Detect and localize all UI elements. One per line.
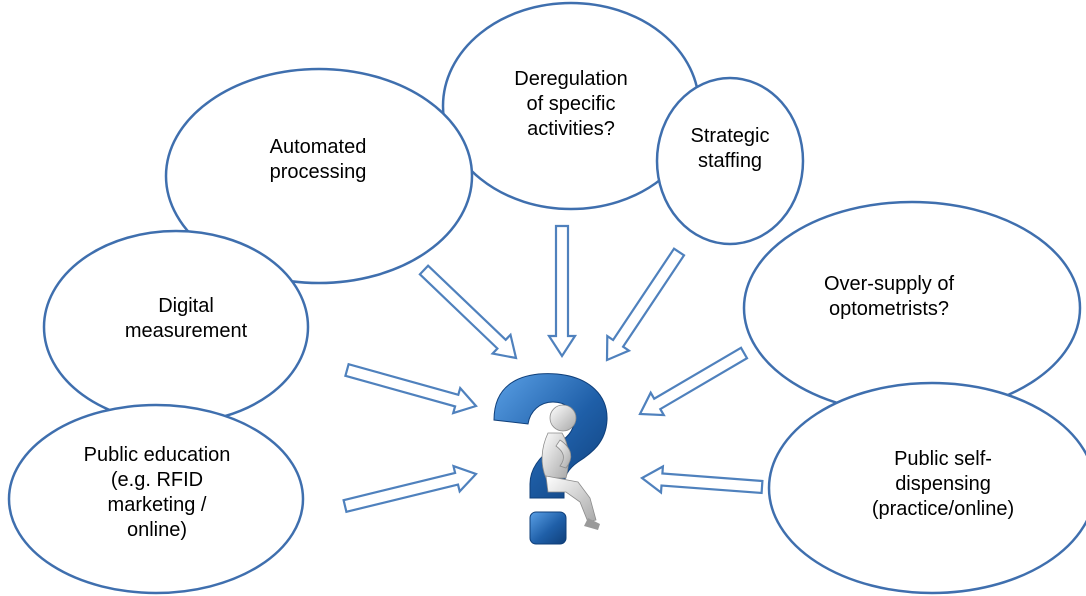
node-ellipse-strategic-staffing: [655, 76, 805, 246]
arrow-public-self-dispensing: [639, 464, 764, 495]
node-label-automated-processing: Automated processing: [269, 136, 367, 183]
arrow-strategic-staffing: [605, 247, 686, 362]
node-label-deregulation: Deregulation of specific activities?: [514, 68, 628, 140]
arrow-digital-measurement: [344, 362, 478, 415]
thinking-person-icon: [541, 404, 600, 530]
arrow-deregulation: [546, 224, 578, 359]
node-label-public-self-dispensing: Public self- dispensing (practice/online…: [871, 448, 1015, 520]
node-label-strategic-staffing: Strategic staffing: [690, 125, 770, 172]
node-label-public-education: Public education (e.g. RFID marketing / …: [83, 444, 231, 541]
node-label-digital-measurement: Digital measurement: [124, 295, 248, 342]
node-ellipse-automated-processing: [164, 67, 474, 285]
node-label-over-supply: Over-supply of optometrists?: [823, 273, 955, 320]
arrow-public-education: [342, 464, 478, 514]
node-ellipse-public-self-dispensing: [767, 381, 1086, 595]
arrow-over-supply: [638, 346, 749, 417]
node-ellipse-public-education: [7, 403, 305, 595]
arrow-automated-processing: [418, 264, 518, 360]
arrow-group: [342, 224, 764, 514]
